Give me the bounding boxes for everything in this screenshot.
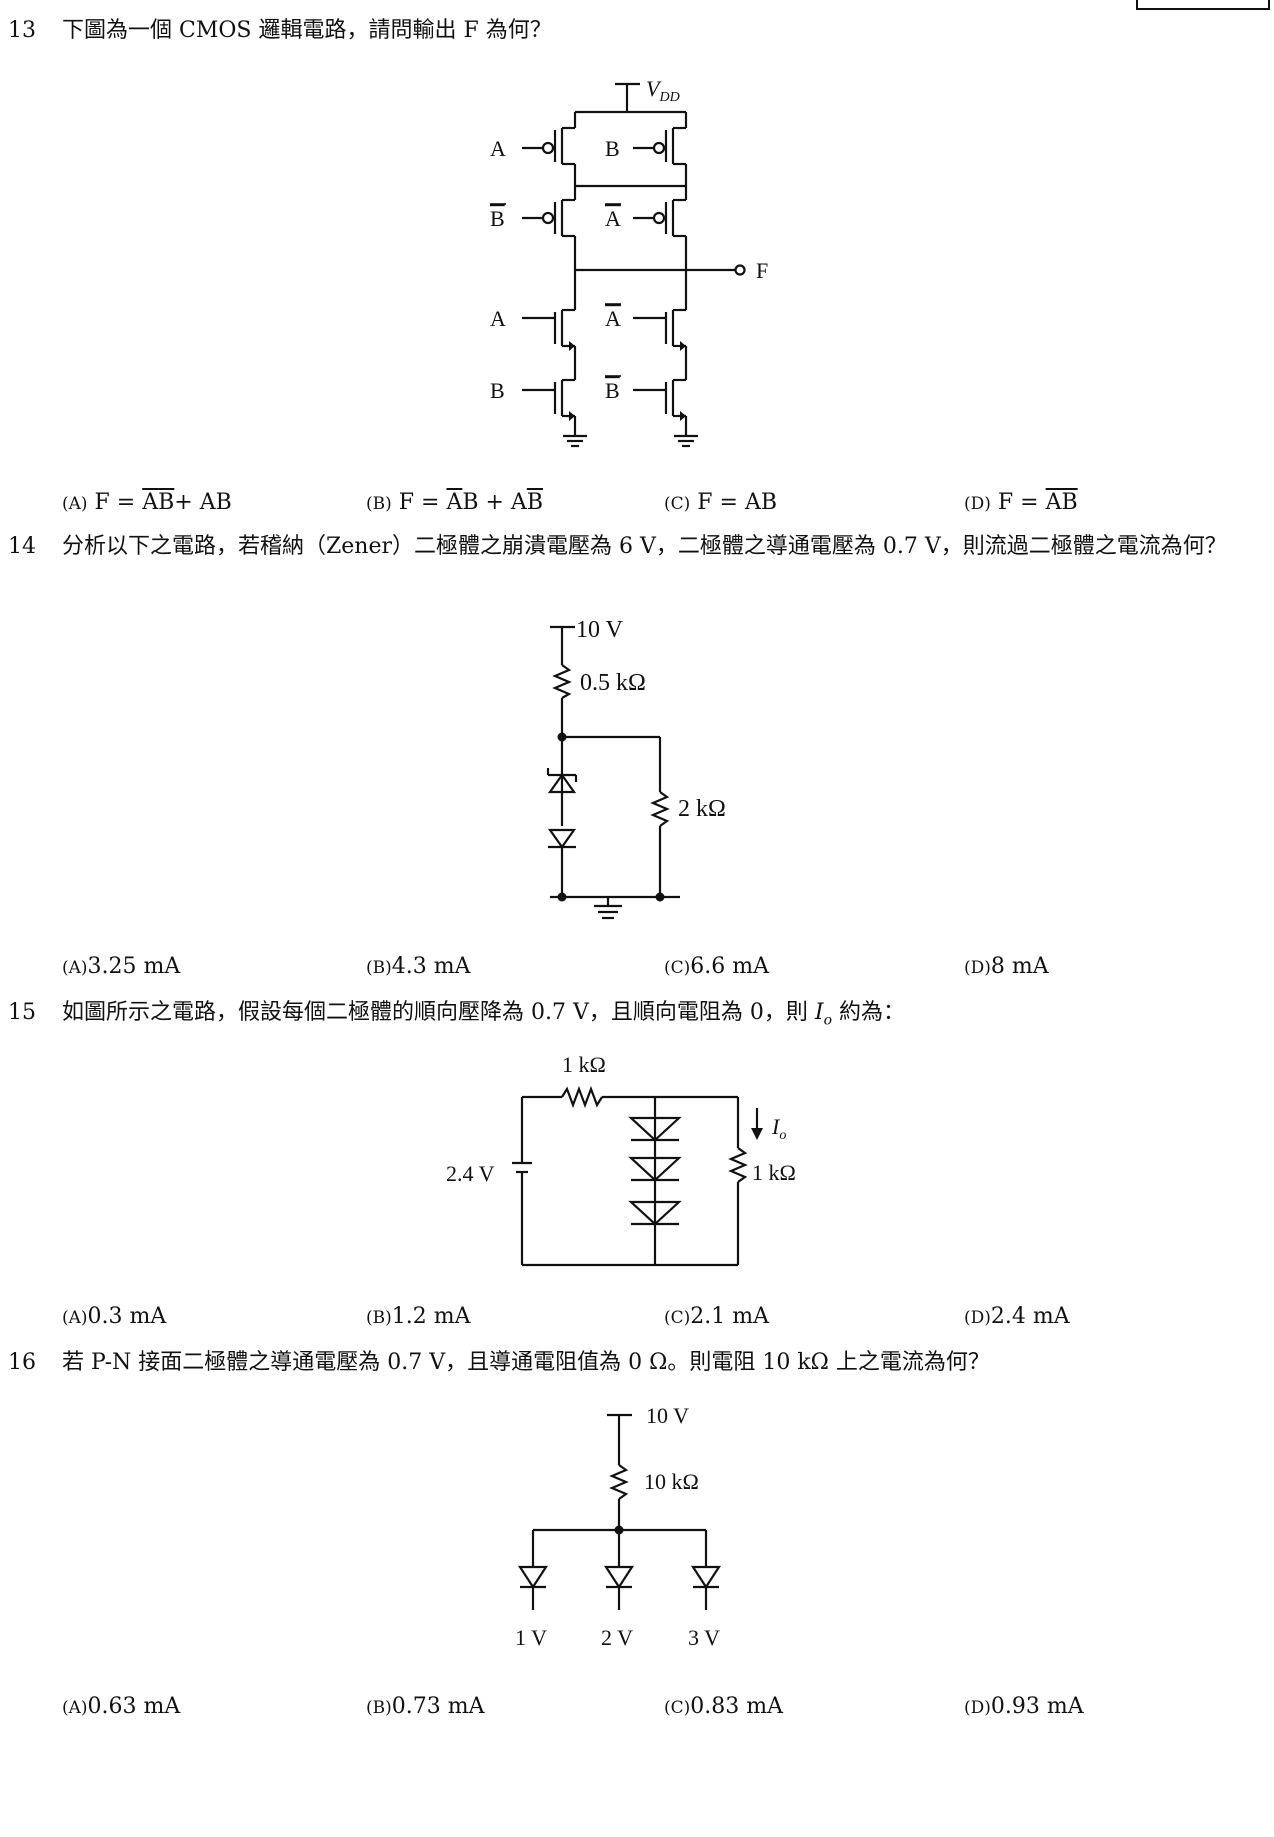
option-c[interactable]: (C)0.83 mA <box>664 1694 784 1719</box>
voltage-1v-label: 1 V <box>515 1625 547 1650</box>
input-abar-label: A <box>605 306 621 331</box>
resistor-r1-label: 10 kΩ <box>644 1469 699 1494</box>
input-b-label: B <box>490 378 505 403</box>
input-bbar-label: B <box>605 378 620 403</box>
output-f-label: F <box>756 258 768 283</box>
option-b[interactable]: (B) F = AB + AB <box>366 490 543 515</box>
current-io-label: Io <box>771 1114 786 1143</box>
resistor-r1-label: 1 kΩ <box>562 1052 606 1077</box>
option-a[interactable]: (A)0.3 mA <box>62 1304 167 1329</box>
option-b[interactable]: (B)0.73 mA <box>366 1694 485 1719</box>
option-c[interactable]: (C)6.6 mA <box>664 954 770 979</box>
input-b-label: B <box>605 136 620 161</box>
option-a[interactable]: (A)3.25 mA <box>62 954 181 979</box>
question-number: 13 <box>8 18 36 43</box>
input-bbar-label: B <box>490 206 505 231</box>
source-voltage-label: 10 V <box>646 1403 689 1428</box>
resistor-r2-label: 2 kΩ <box>678 796 726 822</box>
option-a[interactable]: (A) F = AB+ AB <box>62 490 232 515</box>
question-text: 分析以下之電路，若稽納（Zener）二極體之崩潰電壓為 6 V，二極體之導通電壓… <box>62 534 1227 559</box>
option-c[interactable]: (C) F = AB <box>664 490 778 515</box>
vdd-label: VDD <box>646 76 680 105</box>
input-a-label: A <box>490 306 506 331</box>
resistor-r1-label: 0.5 kΩ <box>580 670 646 696</box>
cmos-circuit-diagram: VDD A B B A F A A B B <box>490 76 768 448</box>
input-a-label: A <box>490 136 506 161</box>
option-b[interactable]: (B)4.3 mA <box>366 954 471 979</box>
source-voltage-label: 10 V <box>576 617 624 643</box>
question-number: 16 <box>8 1350 36 1375</box>
question-number: 14 <box>8 534 36 559</box>
input-abar-label: A <box>605 206 621 231</box>
option-d[interactable]: (D)8 mA <box>964 954 1049 979</box>
question-text: 下圖為一個 CMOS 邏輯電路，請問輸出 F 為何？ <box>62 18 552 43</box>
option-c[interactable]: (C)2.1 mA <box>664 1304 770 1329</box>
option-d[interactable]: (D)0.93 mA <box>964 1694 1084 1719</box>
question-number: 15 <box>8 1000 36 1025</box>
resistor-r2-label: 1 kΩ <box>752 1160 796 1185</box>
option-d[interactable]: (D) F = AB <box>964 490 1078 515</box>
voltage-2v-label: 2 V <box>601 1625 633 1650</box>
page-corner-box <box>1136 0 1270 10</box>
voltage-3v-label: 3 V <box>688 1625 720 1650</box>
option-b[interactable]: (B)1.2 mA <box>366 1304 471 1329</box>
source-voltage-label: 2.4 V <box>446 1161 495 1186</box>
option-d[interactable]: (D)2.4 mA <box>964 1304 1070 1329</box>
question-text: 如圖所示之電路，假設每個二極體的順向壓降為 0.7 V，且順向電阻為 0，則 I… <box>62 1000 905 1029</box>
option-a[interactable]: (A)0.63 mA <box>62 1694 181 1719</box>
question-text: 若 P-N 接面二極體之導通電壓為 0.7 V，且導通電阻值為 0 Ω。則電阻 … <box>62 1350 990 1375</box>
